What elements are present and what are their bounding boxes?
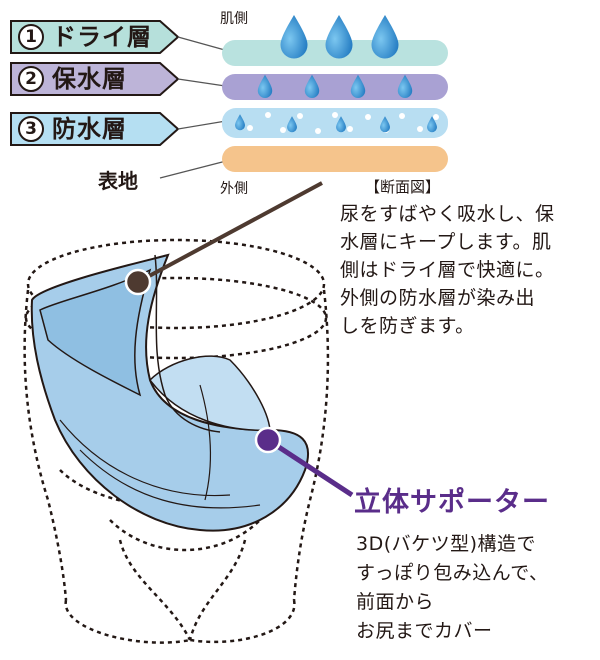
support-seam	[59, 419, 231, 497]
tag-shape	[10, 112, 180, 146]
description-line: しを防ぎます。	[340, 315, 475, 337]
keep-layer-band	[222, 74, 448, 100]
feature-line: お尻までカバー	[356, 620, 493, 642]
description-line: 側はドライ層で快適に。	[340, 259, 555, 281]
layer-number: 3	[18, 116, 44, 142]
outer-fabric-label: 表地	[98, 169, 138, 193]
layer-label: 防水層	[52, 115, 127, 143]
purple-pointer-line	[266, 437, 354, 498]
support-seam	[79, 449, 261, 509]
proof-layer-band	[222, 108, 448, 138]
tag-shape	[10, 62, 180, 96]
feature-text: 3D(バケツ型)構造で すっぽり包み込んで、 前面から お尻までカバー	[356, 530, 549, 646]
keep-layer-tag: 2 保水層	[10, 62, 180, 96]
section-title: 【断面図】	[365, 178, 441, 196]
outer-side-label: 外側	[220, 181, 248, 197]
description: 尿をすばやく吸水し、保 水層にキープします。肌 側はドライ層で快適に。 外側の防…	[340, 200, 600, 340]
support-crease	[154, 254, 221, 433]
connector-line	[159, 159, 231, 179]
layer-label: 保水層	[52, 65, 127, 93]
support-seam	[199, 384, 212, 501]
support-inner-left	[39, 268, 152, 397]
feature-line: すっぽり包み込んで、	[356, 562, 549, 584]
layer-number: 2	[18, 66, 44, 92]
layer-number: 1	[18, 24, 44, 50]
proof-layer-tag: 3 防水層	[10, 112, 180, 146]
feature-line: 前面から	[356, 591, 435, 613]
layer-label: ドライ層	[52, 23, 152, 51]
tag-shape	[10, 20, 180, 54]
skin-side-label: 肌側	[220, 11, 248, 27]
feature-line: 3D(バケツ型)構造で	[356, 533, 537, 555]
dry-layer-tag: 1 ドライ層	[10, 20, 180, 54]
feature-title: 立体サポーター	[354, 487, 550, 518]
description-line: 外側の防水層が染み出	[340, 287, 536, 309]
support-inner-front	[149, 355, 271, 431]
brown-pointer-dot	[124, 268, 152, 296]
description-line: 水層にキープします。肌	[340, 231, 552, 253]
purple-pointer-dot	[254, 426, 282, 454]
outer-fabric-band	[222, 146, 448, 172]
brown-pointer-line	[137, 181, 323, 284]
description-line: 尿をすばやく吸水し、保	[340, 203, 555, 225]
